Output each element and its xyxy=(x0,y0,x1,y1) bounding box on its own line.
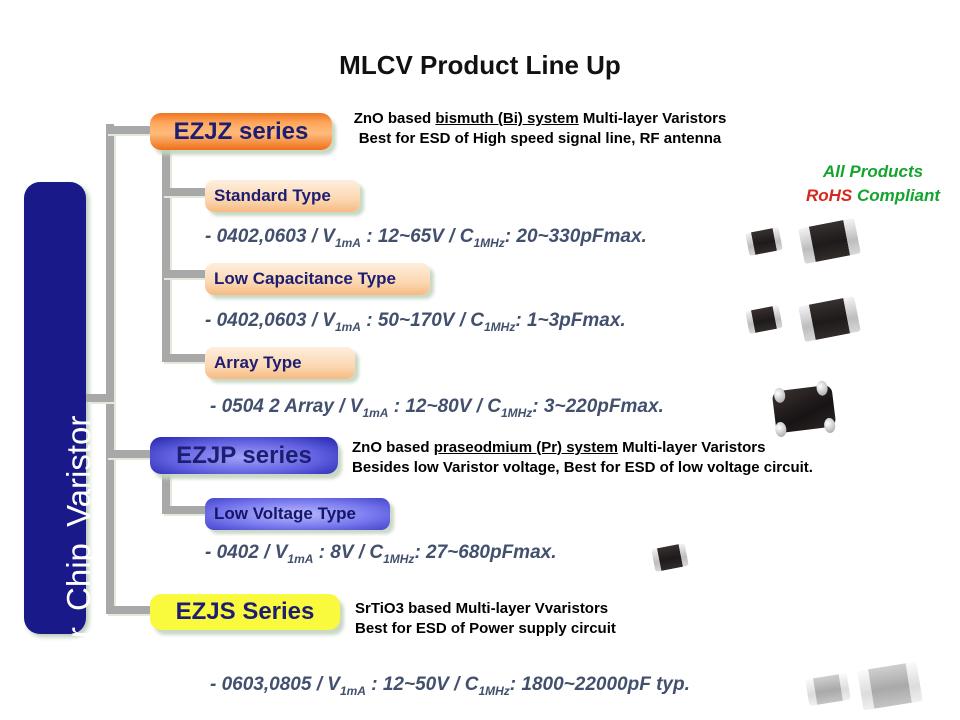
ezjp-series-button: EZJP series xyxy=(150,437,338,474)
chip-large-standard-icon xyxy=(798,217,861,265)
category-bar: Multilayer Chip Varistor xyxy=(24,182,97,720)
tree-subtrunk-ezjp xyxy=(162,472,170,514)
rohs-compliant: Compliant xyxy=(856,186,941,205)
ezjp-desc-line1: ZnO based praseodmium (Pr) system Multi-… xyxy=(352,439,766,456)
spec-low-capacitance-type: - 0402,0603 / V1mA : 50~170V / C1MHz: 1~… xyxy=(205,310,626,334)
ezjp-description: ZnO based praseodmium (Pr) system Multi-… xyxy=(352,438,872,478)
ezjs-desc-line2: Best for ESD of Power supply circuit xyxy=(355,620,616,637)
chip-low-voltage-icon xyxy=(651,542,689,573)
tree-trunk-line xyxy=(106,124,114,614)
chip-small-standard-icon xyxy=(745,226,783,257)
ezjz-desc-line1: ZnO based bismuth (Bi) system Multi-laye… xyxy=(353,110,727,127)
chip-small-lowcap-icon xyxy=(745,304,783,335)
ezjs-description: SrTiO3 based Multi-layer Vvaristors Best… xyxy=(355,599,665,639)
rohs-note: All Products RoHS Compliant xyxy=(786,160,960,208)
ezjs-series-button: EZJS Series xyxy=(150,594,340,630)
spec-standard-type: - 0402,0603 / V1mA : 12~65V / C1MHz: 20~… xyxy=(205,226,647,250)
array-type-button: Array Type xyxy=(205,347,355,379)
category-bar-label: Multilayer Chip Varistor xyxy=(60,415,97,720)
tree-stub-ezjz xyxy=(106,126,156,134)
ezjz-description: ZnO based bismuth (Bi) system Multi-laye… xyxy=(350,109,730,149)
low-capacitance-type-button: Low Capacitance Type xyxy=(205,263,430,295)
tree-bar-stub-line xyxy=(86,394,114,402)
low-voltage-type-button: Low Voltage Type xyxy=(205,498,390,530)
standard-type-button: Standard Type xyxy=(205,180,360,212)
chip-small-ezjs-icon xyxy=(805,672,851,707)
page-title: MLCV Product Line Up xyxy=(339,50,621,80)
rohs-all-products: All Products xyxy=(822,162,924,181)
tree-stub-ezjs xyxy=(106,606,156,614)
spec-low-voltage-type: - 0402 / V1mA : 8V / C1MHz: 27~680pFmax. xyxy=(205,542,557,566)
tree-stub-standard xyxy=(162,188,207,196)
tree-stub-array xyxy=(162,354,207,362)
spec-array-type: - 0504 2 Array / V1mA : 12~80V / C1MHz: … xyxy=(210,396,664,420)
ezjz-series-button: EZJZ series xyxy=(150,113,332,150)
tree-stub-lowcap xyxy=(162,270,207,278)
tree-subtrunk-ezjz xyxy=(162,148,170,362)
chip-array-icon xyxy=(771,380,837,438)
spec-ezjs-series: - 0603,0805 / V1mA : 12~50V / C1MHz: 180… xyxy=(210,674,690,698)
rohs-word: RoHS xyxy=(805,186,853,205)
ezjs-desc-line1: SrTiO3 based Multi-layer Vvaristors xyxy=(355,600,609,617)
chip-large-lowcap-icon xyxy=(798,295,861,343)
tree-stub-lowvolt xyxy=(162,506,207,514)
ezjz-desc-line2: Best for ESD of High speed signal line, … xyxy=(358,130,722,147)
chip-large-ezjs-icon xyxy=(857,661,923,711)
ezjp-desc-line2: Besides low Varistor voltage, Best for E… xyxy=(352,459,813,476)
tree-stub-ezjp xyxy=(106,450,156,458)
